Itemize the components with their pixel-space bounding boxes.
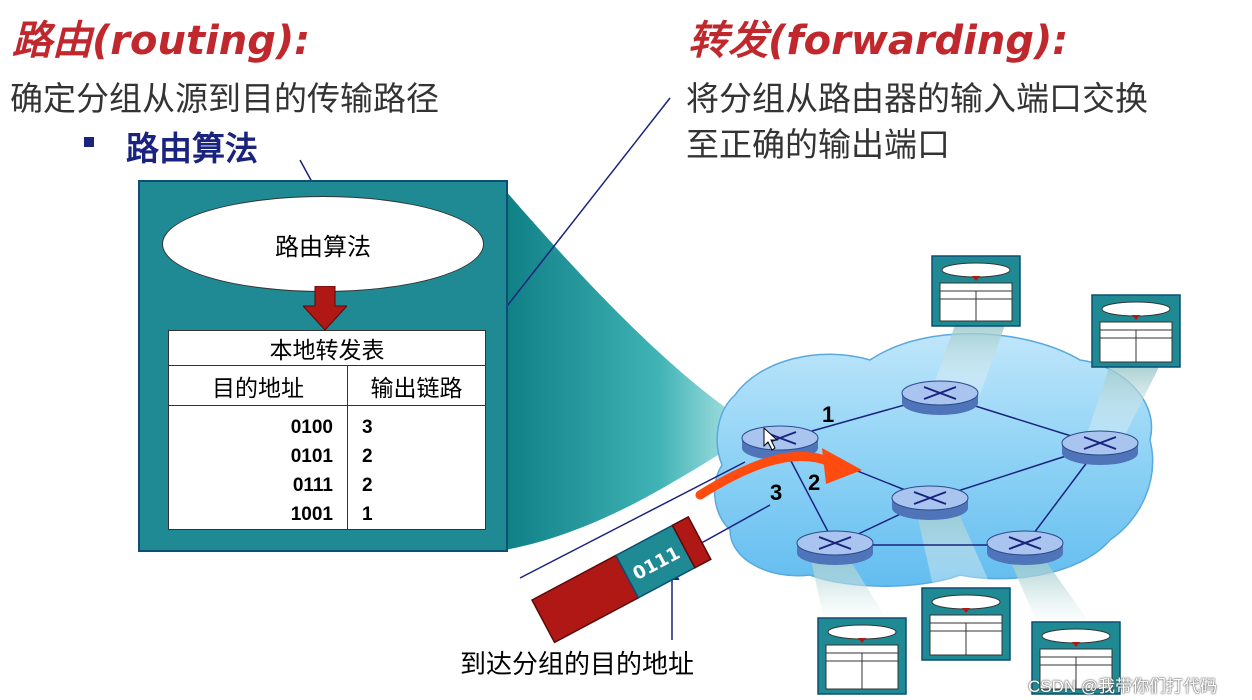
watermark: CSDN @我带你们打代码 xyxy=(1028,677,1218,696)
col-header-link: 输出链路 xyxy=(347,365,486,406)
zoom-beam xyxy=(505,190,760,550)
mini-table-right xyxy=(1091,294,1181,368)
link-label-3: 3 xyxy=(770,480,782,505)
packet-tail xyxy=(671,515,712,569)
mouse-cursor-icon xyxy=(763,426,779,451)
routers xyxy=(741,380,1139,565)
table-row-dest: 0101 xyxy=(290,445,333,467)
bullet-marker xyxy=(84,137,94,147)
link-label-2: 2 xyxy=(808,470,820,495)
forwarding-table: 本地转发表 目的地址 输出链路 0100 0101 0111 1001 3 2 … xyxy=(168,330,486,530)
forwarding-path-arrow xyxy=(695,451,835,500)
mini-table-center xyxy=(921,587,1011,661)
link-column: 3 2 2 1 xyxy=(347,405,486,530)
forwarding-title: 转发(forwarding): xyxy=(688,18,1069,64)
forwarding-pointer-line xyxy=(481,97,671,339)
forwarding-description-line2: 至正确的输出端口 xyxy=(686,125,950,164)
table-row-link: 2 xyxy=(362,474,373,496)
table-row-link: 1 xyxy=(362,503,373,525)
table-row-dest: 0111 xyxy=(292,474,333,496)
table-row-dest: 1001 xyxy=(290,503,333,525)
routing-algorithm-oval: 路由算法 xyxy=(162,196,484,292)
routing-description: 确定分组从源到目的传输路径 xyxy=(10,79,439,118)
col-header-dest: 目的地址 xyxy=(168,365,348,406)
link-label-1: 1 xyxy=(822,402,834,427)
mini-table-top xyxy=(931,255,1021,327)
input-link-upper xyxy=(519,461,746,579)
routing-algorithm-label: 路由算法 xyxy=(275,232,371,261)
table-row-link: 3 xyxy=(362,416,373,438)
router-detail-panel: 路由算法 本地转发表 目的地址 输出链路 0100 0101 0111 1001… xyxy=(138,180,508,552)
forwarding-description-line1: 将分组从路由器的输入端口交换 xyxy=(686,79,1148,118)
packet-caption: 到达分组的目的地址 xyxy=(460,650,695,680)
routing-title: 路由(routing): xyxy=(12,18,311,64)
forwarding-arrowhead xyxy=(822,448,862,484)
router-center xyxy=(891,485,969,520)
table-row-link: 2 xyxy=(362,445,373,467)
packet: 0111 xyxy=(530,515,712,644)
router-bottom-right xyxy=(986,530,1064,565)
dest-column: 0100 0101 0111 1001 xyxy=(168,405,348,530)
forwarding-table-title: 本地转发表 xyxy=(168,330,486,366)
down-arrow-icon xyxy=(303,286,347,331)
router-top xyxy=(901,380,979,415)
table-row-dest: 0100 xyxy=(290,416,333,438)
mini-table-bottom-right xyxy=(1031,621,1121,695)
router-right xyxy=(1061,430,1139,465)
routing-bullet: 路由算法 xyxy=(126,129,258,168)
router-bottom-left xyxy=(796,530,874,565)
mini-table-bottom-left xyxy=(817,617,907,695)
mini-tables xyxy=(817,255,1181,695)
